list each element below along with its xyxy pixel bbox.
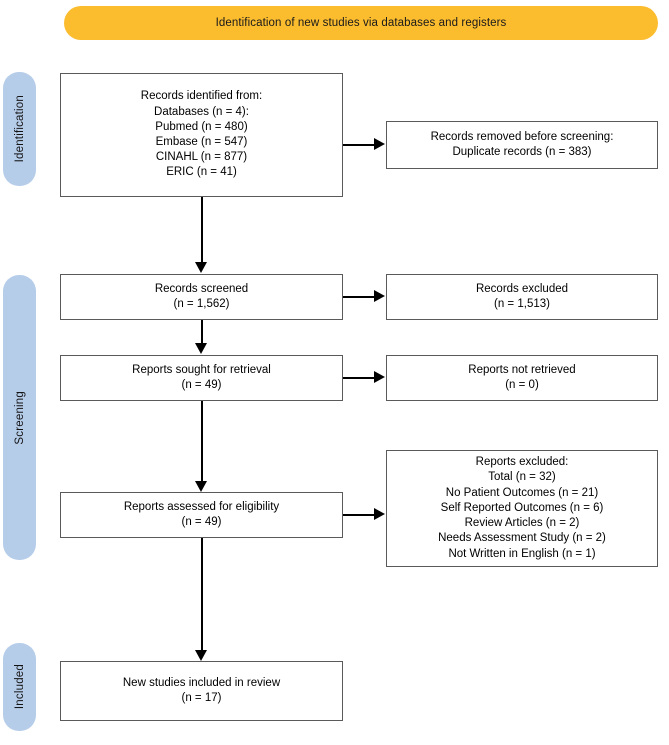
connector-sought-to-assessed bbox=[201, 401, 203, 483]
connector-screened-to-sought bbox=[201, 320, 203, 345]
records-identified-line-2: Databases (n = 4): bbox=[154, 105, 249, 118]
connector-identified-to-removed bbox=[343, 144, 375, 146]
arrowhead-sought-to-assessed bbox=[195, 481, 207, 492]
diagram-banner: Identification of new studies via databa… bbox=[64, 6, 658, 40]
arrowhead-screened-to-sought bbox=[195, 343, 207, 354]
reports-sought-line-2: (n = 49) bbox=[181, 379, 222, 391]
reports-excluded-line-2: Total (n = 32) bbox=[488, 471, 556, 484]
box-reports-assessed: Reports assessed for eligibility (n = 49… bbox=[60, 492, 343, 538]
box-records-excluded: Records excluded (n = 1,513) bbox=[386, 274, 658, 320]
reports-excluded-line-7: Not Written in English (n = 1) bbox=[448, 547, 596, 560]
connector-identified-to-screened bbox=[201, 197, 203, 263]
box-records-identified: Records identified from: Databases (n = … bbox=[60, 73, 343, 197]
stage-bar-identification: Identification bbox=[3, 72, 36, 186]
connector-assessed-to-included bbox=[201, 538, 203, 652]
reports-excluded-line-5: Review Articles (n = 2) bbox=[464, 517, 580, 530]
stage-label-screening: Screening bbox=[13, 390, 26, 445]
arrowhead-assessed-to-included bbox=[195, 650, 207, 661]
arrowhead-assessed-to-excluded bbox=[374, 508, 385, 520]
stage-bar-included: Included bbox=[3, 643, 36, 731]
connector-screened-to-excluded bbox=[343, 296, 375, 298]
records-screened-line-2: (n = 1,562) bbox=[173, 298, 230, 310]
records-removed-line-1: Records removed before screening: bbox=[430, 130, 614, 143]
records-excluded-line-1: Records excluded bbox=[475, 282, 569, 295]
arrowhead-identified-to-removed bbox=[374, 138, 385, 150]
stage-label-identification: Identification bbox=[13, 95, 26, 163]
records-identified-line-1: Records identified from: bbox=[140, 90, 263, 103]
reports-excluded-line-6: Needs Assessment Study (n = 2) bbox=[438, 532, 606, 545]
reports-excluded-line-4: Self Reported Outcomes (n = 6) bbox=[440, 501, 604, 514]
reports-not-retrieved-line-2: (n = 0) bbox=[505, 379, 539, 391]
box-reports-excluded: Reports excluded: Total (n = 32) No Pati… bbox=[386, 450, 658, 567]
reports-sought-line-1: Reports sought for retrieval bbox=[132, 363, 271, 376]
box-reports-sought: Reports sought for retrieval (n = 49) bbox=[60, 355, 343, 401]
new-studies-included-line-2: (n = 17) bbox=[181, 692, 222, 704]
stage-bar-screening: Screening bbox=[3, 275, 36, 560]
arrowhead-screened-to-excluded bbox=[374, 290, 385, 302]
box-records-removed: Records removed before screening: Duplic… bbox=[386, 121, 658, 169]
records-excluded-line-2: (n = 1,513) bbox=[494, 298, 550, 310]
box-records-screened: Records screened (n = 1,562) bbox=[60, 274, 343, 320]
stage-label-included: Included bbox=[13, 664, 26, 710]
records-screened-line-1: Records screened bbox=[154, 282, 249, 295]
reports-excluded-line-1: Reports excluded: bbox=[475, 456, 569, 469]
records-identified-line-3: Pubmed (n = 480) bbox=[155, 120, 248, 133]
reports-assessed-line-2: (n = 49) bbox=[181, 516, 222, 528]
records-identified-line-4: Embase (n = 547) bbox=[155, 136, 248, 148]
banner-label: Identification of new studies via databa… bbox=[215, 17, 507, 29]
records-identified-line-5: CINAHL (n = 877) bbox=[155, 151, 248, 164]
arrowhead-sought-to-not-retrieved bbox=[374, 371, 385, 383]
connector-assessed-to-excluded bbox=[343, 514, 375, 516]
arrowhead-identified-to-screened bbox=[195, 262, 207, 273]
box-reports-not-retrieved: Reports not retrieved (n = 0) bbox=[386, 355, 658, 401]
new-studies-included-line-1: New studies included in review bbox=[122, 676, 281, 689]
reports-not-retrieved-line-1: Reports not retrieved bbox=[468, 363, 576, 376]
records-removed-line-2: Duplicate records (n = 383) bbox=[452, 146, 592, 158]
connector-sought-to-not-retrieved bbox=[343, 377, 375, 379]
records-identified-line-6: ERIC (n = 41) bbox=[166, 166, 237, 179]
reports-assessed-line-1: Reports assessed for eligibility bbox=[123, 500, 280, 513]
box-new-studies-included: New studies included in review (n = 17) bbox=[60, 661, 343, 721]
reports-excluded-line-3: No Patient Outcomes (n = 21) bbox=[445, 486, 599, 499]
